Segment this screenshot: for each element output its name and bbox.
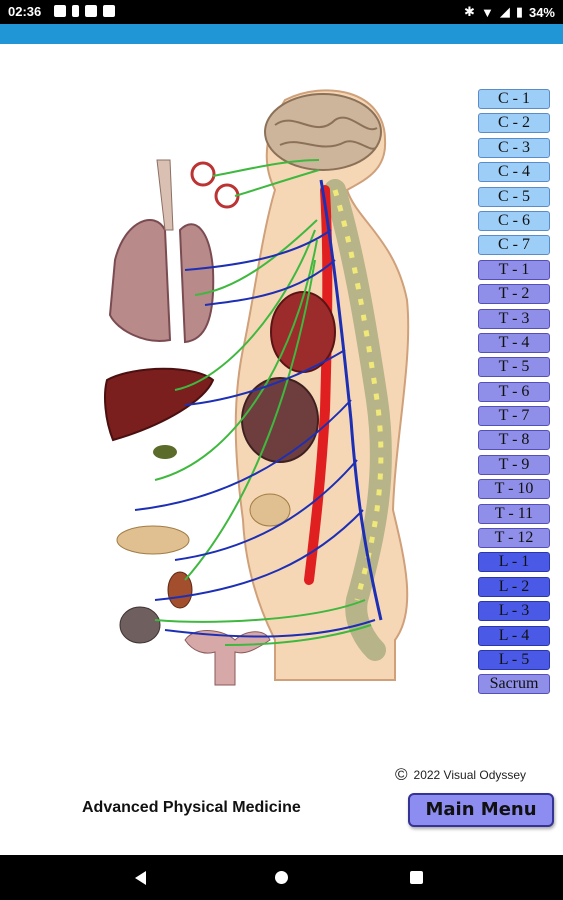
notification-icons [54,5,115,17]
brain [264,93,382,171]
home-icon[interactable] [275,871,288,884]
pancreas [116,525,190,555]
segment-button-t5[interactable]: T - 5 [478,357,550,378]
sympathetic-trunk [319,179,383,621]
kidney [167,571,193,609]
battery-icon: ▮ [515,4,523,19]
segment-button-t7[interactable]: T - 7 [478,406,550,427]
brand-name: Advanced Physical Medicine [82,799,301,816]
autonomic-nervous-system-illustration[interactable] [95,80,425,700]
wifi-icon: ▼ [480,4,494,20]
copyright-symbol: © [395,765,408,784]
segment-button-t12[interactable]: T - 12 [478,528,550,549]
segment-button-sacrum[interactable]: Sacrum [478,674,550,695]
segment-button-c7[interactable]: C - 7 [478,235,550,256]
bluetooth-icon: ✱ [464,4,475,19]
segment-button-l1[interactable]: L - 1 [478,552,550,573]
segment-button-t11[interactable]: T - 11 [478,503,550,524]
segment-button-t6[interactable]: T - 6 [478,381,550,402]
spinal-segment-list: C - 1 C - 2 C - 3 C - 4 C - 5 C - 6 C - 7 T - 1… [478,89,552,699]
bladder [119,606,161,644]
segment-button-l3[interactable]: L - 3 [478,601,550,622]
youtube-icon [103,5,115,17]
upload-notification-icon [72,5,79,17]
parasympathetic-nerves [154,159,372,646]
segment-button-c4[interactable]: C - 4 [478,162,550,183]
status-bar: 02:36 ✱ ▼ ◢ ▮ 34% [0,0,563,24]
gallbladder [153,445,177,459]
segment-button-l2[interactable]: L - 2 [478,576,550,597]
aorta [304,185,333,585]
system-indicators: ✱ ▼ ◢ ▮ 34% [464,4,555,20]
segment-button-t4[interactable]: T - 4 [478,332,550,353]
recents-icon[interactable] [410,871,423,884]
segment-button-l4[interactable]: L - 4 [478,625,550,646]
app-bar [0,24,563,44]
segment-button-c6[interactable]: C - 6 [478,210,550,231]
back-icon[interactable] [135,871,146,885]
intestine [249,493,291,527]
gland [214,183,240,209]
copyright-text: 2022 Visual Odyssey [413,768,527,782]
signal-icon: ◢ [499,4,510,19]
main-menu-button[interactable]: Main Menu [408,793,554,827]
segment-button-t3[interactable]: T - 3 [478,308,550,329]
segment-button-t1[interactable]: T - 1 [478,259,550,280]
status-time: 02:36 [8,4,42,19]
segment-button-t2[interactable]: T - 2 [478,284,550,305]
trachea [156,159,174,231]
segment-button-t10[interactable]: T - 10 [478,479,550,500]
segment-button-c3[interactable]: C - 3 [478,137,550,158]
image-notification-icon [54,5,66,17]
segment-button-c2[interactable]: C - 2 [478,113,550,134]
battery-level: 34% [528,4,555,20]
sympathetic-nerves [134,229,376,638]
lungs [108,219,215,344]
eye [190,161,216,187]
navigation-bar [0,855,563,900]
copyright: © 2022 Visual Odyssey [395,765,526,785]
segment-button-t9[interactable]: T - 9 [478,454,550,475]
segment-button-c1[interactable]: C - 1 [478,89,550,109]
segment-button-t8[interactable]: T - 8 [478,430,550,451]
segment-button-l5[interactable]: L - 5 [478,649,550,670]
segment-button-c5[interactable]: C - 5 [478,186,550,207]
reproductive-organs [184,630,271,686]
youtube-icon [85,5,97,17]
